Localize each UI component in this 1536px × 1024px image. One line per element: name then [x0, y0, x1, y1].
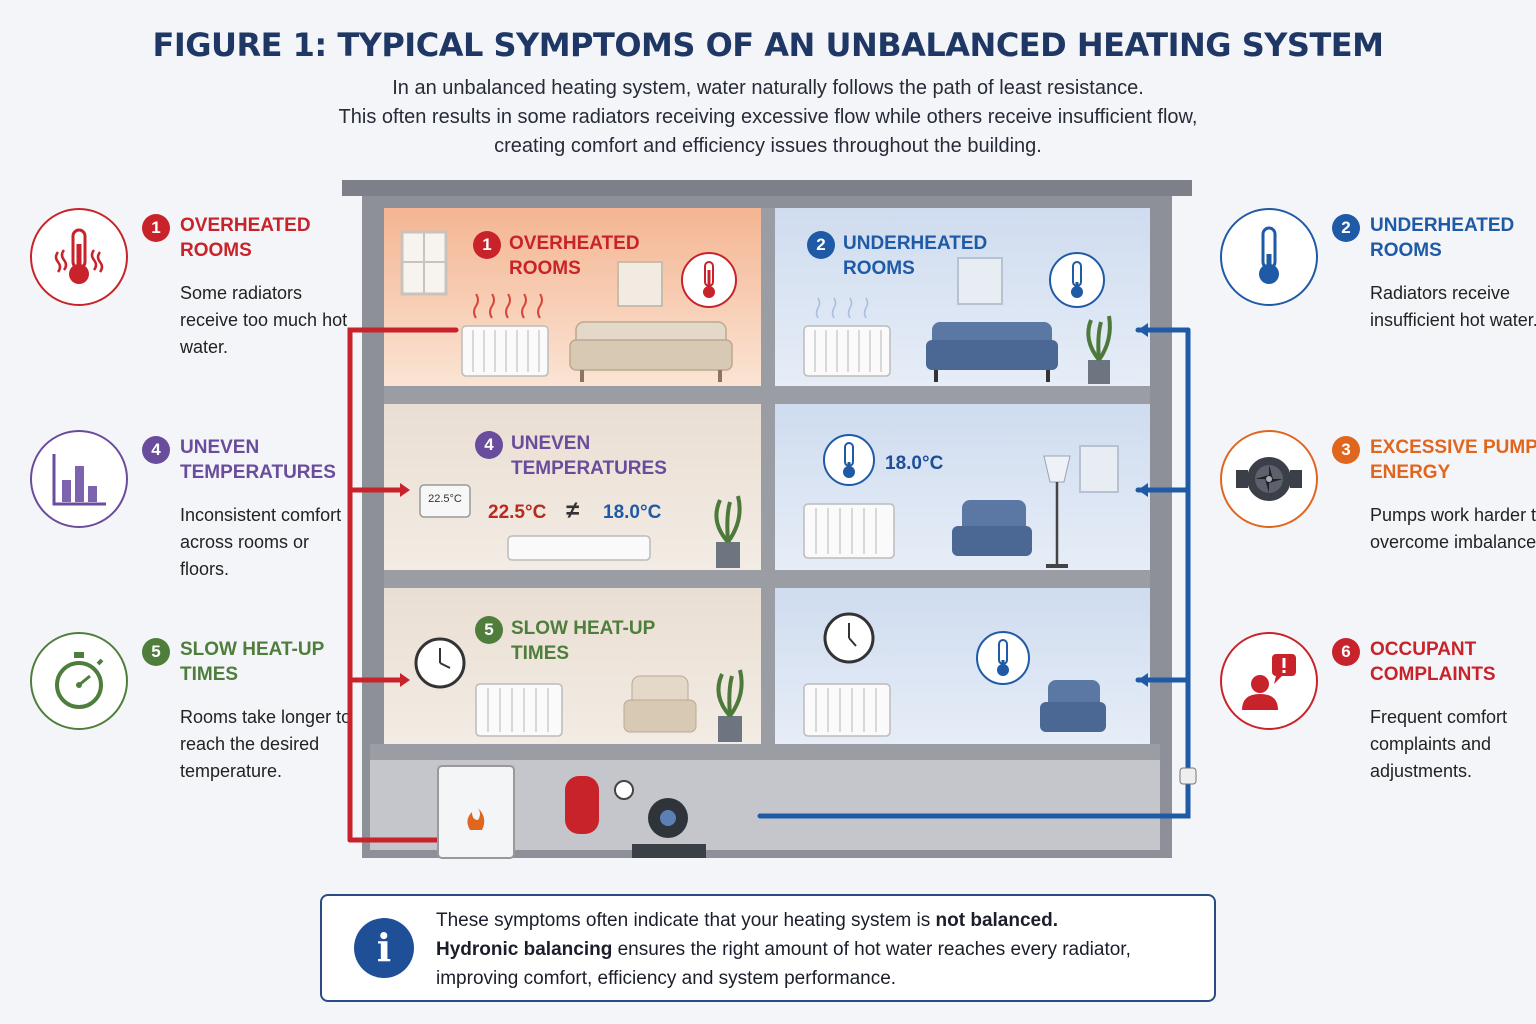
symptom-heading: UNEVEN TEMPERATURES [180, 437, 336, 483]
bar-chart-icon [30, 430, 128, 528]
radiator-hot [461, 293, 549, 377]
clock-icon [823, 612, 875, 664]
not-equal-sign: ≠ [566, 497, 580, 524]
room-number: 1 [473, 231, 501, 259]
symptom-number: 4 [142, 436, 170, 464]
room-label-text: SLOW HEAT-UP TIMES [511, 618, 655, 664]
person-alert-icon [1220, 632, 1318, 730]
radiator-cold [803, 297, 891, 377]
armchair-blue [1040, 680, 1106, 732]
sofa-beige [569, 321, 733, 382]
radiator-cold-middle [803, 503, 895, 559]
symptom-card-pump-energy: 3 EXCESSIVE PUMP ENERGY Pumps work harde… [1220, 430, 1536, 630]
info-text: ensures the right amount of hot water re… [612, 939, 1131, 960]
symptom-number: 3 [1332, 436, 1360, 464]
roof [342, 180, 1192, 196]
room-label-underheated: 2 UNDERHEATED ROOMS [807, 231, 1003, 281]
info-line-2: Hydronic balancing ensures the right amo… [436, 935, 1196, 964]
info-emphasis: not balanced. [935, 910, 1058, 931]
info-line-3: improving comfort, efficiency and system… [436, 968, 897, 989]
armchair-beige [623, 675, 697, 733]
intro-line-2: This often results in some radiators rec… [338, 106, 1198, 128]
symptom-heading: UNDERHEATED ROOMS [1370, 215, 1515, 261]
symptom-heading: SLOW HEAT-UP TIMES [180, 639, 324, 685]
pump-icon [632, 798, 706, 858]
room-number: 2 [807, 231, 835, 259]
arrow-icon [400, 483, 410, 687]
thermometer-cold-icon [1220, 208, 1318, 306]
symptom-description: Some radiators receive too much hot wate… [180, 283, 348, 357]
expansion-vessel [565, 776, 634, 834]
valve [1179, 767, 1197, 785]
plant-icon [714, 495, 742, 568]
thermostat [419, 484, 471, 518]
radiator-cold-lower [803, 683, 891, 737]
symptom-number: 5 [142, 638, 170, 666]
plant-icon [1086, 315, 1112, 384]
info-box: i These symptoms often indicate that you… [320, 894, 1216, 1002]
thermometer-hot-icon [681, 252, 737, 308]
boiler [437, 765, 515, 859]
symptom-number: 1 [142, 214, 170, 242]
armchair-blue [952, 500, 1032, 556]
info-text: These symptoms often indicate that your … [436, 910, 936, 931]
temp-cold-readout: 18.0°C [885, 453, 944, 474]
symptom-description: Rooms take longer to reach the desired t… [180, 707, 352, 781]
symptom-card-slow-heatup: 5 SLOW HEAT-UP TIMES Rooms take longer t… [30, 632, 390, 832]
symptom-card-complaints: 6 OCCUPANT COMPLAINTS Frequent comfort c… [1220, 632, 1536, 832]
symptom-description: Inconsistent comfort across rooms or flo… [180, 505, 342, 579]
thermometer-cold-icon [1049, 252, 1105, 308]
symptom-number: 6 [1332, 638, 1360, 666]
info-icon: i [354, 918, 414, 978]
radiator-uneven [507, 535, 651, 561]
temp-cold: 18.0°C [603, 502, 662, 523]
center-wall [761, 208, 775, 744]
supply-pipe [347, 327, 459, 843]
room-label-text: UNEVEN TEMPERATURES [511, 433, 667, 479]
room-number: 5 [475, 616, 503, 644]
intro-line-1: In an unbalanced heating system, water n… [392, 77, 1144, 99]
clock-icon [414, 637, 466, 689]
symptom-description: Radiators receive insufficient hot water… [1370, 283, 1536, 330]
sofa-blue [926, 322, 1058, 382]
info-line-1: These symptoms often indicate that your … [436, 906, 1196, 935]
symptom-heading: OCCUPANT COMPLAINTS [1370, 639, 1496, 685]
room-label-overheated: 1 OVERHEATED ROOMS [473, 231, 669, 281]
temp-hot: 22.5°C [488, 502, 547, 523]
stopwatch-icon [30, 632, 128, 730]
thermometer-hot-icon [30, 208, 128, 306]
floor-lamp [1043, 455, 1071, 568]
symptom-card-overheated: 1 OVERHEATED ROOMS Some radiators receiv… [30, 208, 390, 408]
wall-picture [617, 261, 663, 307]
thermometer-cold-icon [976, 631, 1030, 685]
page-title: FIGURE 1: TYPICAL SYMPTOMS OF AN UNBALAN… [152, 26, 1384, 64]
symptom-description: Pumps work harder to overcome imbalance. [1370, 505, 1536, 552]
symptom-card-uneven: 4 UNEVEN TEMPERATURES Inconsistent comfo… [30, 430, 390, 630]
plant-icon [716, 669, 744, 742]
room-label-text: OVERHEATED ROOMS [509, 233, 640, 279]
info-emphasis: Hydronic balancing [436, 939, 613, 960]
wall-picture [957, 257, 1003, 305]
thermostat-display: 22.5°C [428, 493, 462, 505]
floor-slab [370, 744, 1160, 760]
thermometer-cold-icon [823, 434, 875, 486]
symptom-description: Frequent comfort complaints and adjustme… [1370, 707, 1508, 781]
room-label-text: UNDERHEATED ROOMS [843, 233, 988, 279]
pump-icon [1220, 430, 1318, 528]
arrow-icon [1138, 323, 1148, 687]
room-number: 4 [475, 431, 503, 459]
radiator-slow [475, 683, 563, 737]
intro-line-3: creating comfort and efficiency issues t… [494, 135, 1042, 157]
symptom-heading: OVERHEATED ROOMS [180, 215, 311, 261]
symptom-card-underheated: 2 UNDERHEATED ROOMS Radiators receive in… [1220, 208, 1536, 408]
intro-text: In an unbalanced heating system, water n… [0, 74, 1536, 161]
symptom-heading: EXCESSIVE PUMP ENERGY [1370, 437, 1536, 483]
room-label-slow-heatup: 5 SLOW HEAT-UP TIMES [475, 616, 671, 666]
symptom-number: 2 [1332, 214, 1360, 242]
wall-picture [1079, 445, 1119, 493]
room-label-uneven: 4 UNEVEN TEMPERATURES [475, 431, 671, 481]
